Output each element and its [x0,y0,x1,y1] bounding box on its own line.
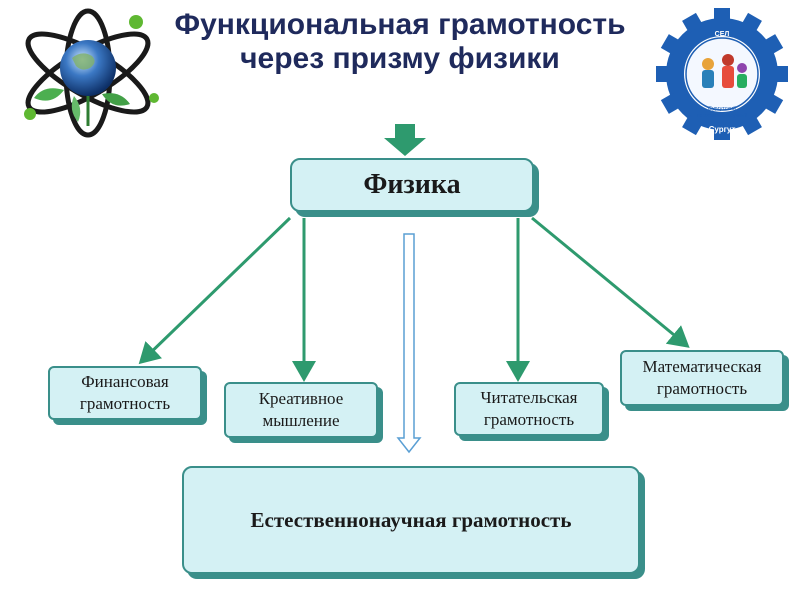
page-title: Функциональная грамотность через призму … [174,8,626,75]
physics-node: Физика [290,158,534,212]
hollow-arrow-natsci [396,233,422,454]
reading-literacy-node: Читательская грамотность [454,382,604,436]
arrow-financial [138,216,292,365]
logo-city: Сургут [709,125,736,134]
creative-thinking-node: Креативное мышление [224,382,378,438]
natural-science-literacy-node: Естественнонаучная грамотность [182,466,640,574]
math-literacy-node: Математическая грамотность [620,350,784,406]
logo-abbr: СЕЛ [715,31,730,38]
logo-inner-line2: естественно-научный [697,112,747,119]
logo-inner-line1: Сургутский [708,105,736,112]
arrow-math [531,216,690,348]
financial-literacy-node: Финансовая грамотность [48,366,202,420]
atom-logo-icon [24,8,159,138]
title-to-physics-arrow [384,124,426,156]
school-gear-logo-icon: Сургутский естественно-научный СЕЛ Сургу… [656,8,788,140]
